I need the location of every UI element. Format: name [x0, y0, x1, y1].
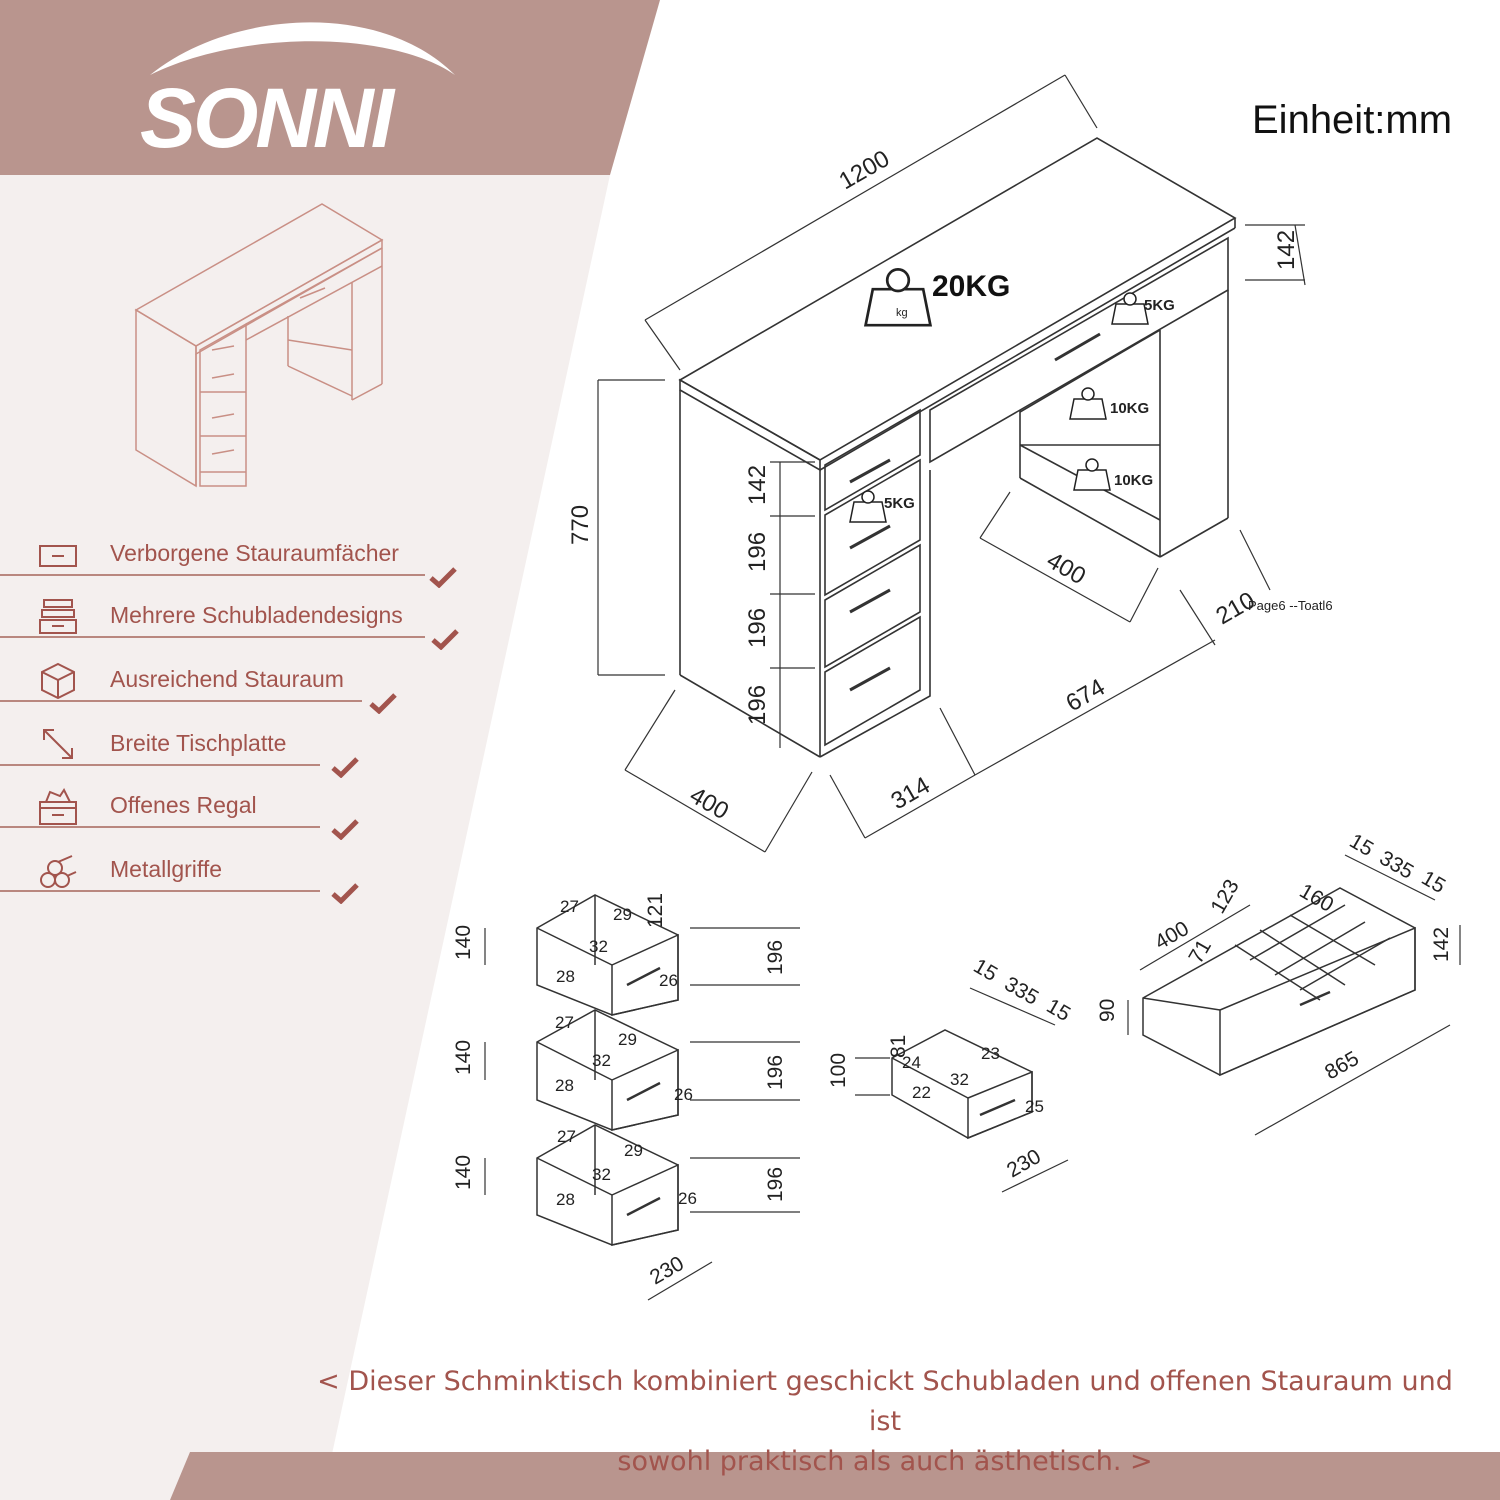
dim-depth-left: 400 — [685, 782, 733, 825]
large-drawer-length: 865 — [1321, 1047, 1363, 1084]
load-lower-shelf: 10KG — [1114, 472, 1153, 489]
desk-thumbnail — [134, 203, 384, 488]
feature-underline — [0, 636, 425, 638]
feature-underline — [0, 764, 320, 766]
large-drawer-depth: 400 — [1151, 917, 1193, 954]
brand-logo: SONNI — [140, 71, 394, 165]
footer-band — [170, 1452, 1500, 1500]
storage-box-icon — [39, 788, 77, 825]
drawer-extra: 121 — [644, 893, 667, 928]
unit-label: Einheit:mm — [1252, 98, 1453, 142]
large-drawer-width: 15 — [1418, 866, 1450, 898]
part-number: 27 — [557, 1127, 576, 1146]
large-drawer-compartment: 160 — [1296, 879, 1338, 916]
metal-pipes-icon — [40, 855, 77, 888]
feature-label: Offenes Regal — [110, 792, 257, 818]
small-drawer-depth: 230 — [1003, 1145, 1045, 1182]
small-drawer-width: 335 — [1001, 972, 1043, 1009]
check-icon — [429, 567, 457, 588]
part-number: 28 — [556, 1190, 575, 1209]
dim-width: 1200 — [835, 145, 895, 195]
small-drawer-width: 15 — [1043, 994, 1075, 1026]
header-band — [0, 0, 660, 175]
load-small-drawer: 5KG — [884, 495, 915, 512]
dim-drawer-1: 142 — [744, 465, 771, 505]
part-number: 26 — [678, 1189, 697, 1208]
small-drawer-height: 100 — [827, 1053, 850, 1088]
part-number: 26 — [659, 971, 678, 990]
part-number: 32 — [592, 1051, 611, 1070]
part-number: 28 — [555, 1076, 574, 1095]
large-drawer-divider: 71 — [1184, 936, 1216, 968]
part-number: 32 — [592, 1165, 611, 1184]
drawer-inner-height: 140 — [452, 925, 475, 960]
drawer-front-height: 196 — [764, 1167, 787, 1202]
large-drawer-height: 90 — [1096, 999, 1119, 1022]
dim-drawer-4: 196 — [744, 685, 771, 725]
check-icon — [369, 693, 397, 714]
dim-opening-width: 674 — [1062, 674, 1110, 717]
feature-underline — [0, 826, 320, 828]
check-icon — [331, 819, 359, 840]
cube-icon — [41, 662, 75, 700]
drawer-inner-height: 140 — [452, 1040, 475, 1075]
expand-arrows-icon — [43, 729, 73, 759]
feature-underline — [0, 574, 425, 576]
dim-left-cabinet-width: 314 — [887, 772, 935, 815]
part-number: 27 — [555, 1013, 574, 1032]
check-icon — [431, 629, 459, 650]
drawer-front-height: 196 — [764, 940, 787, 975]
part-number: 26 — [674, 1085, 693, 1104]
small-drawer-height: 81 — [887, 1035, 910, 1058]
dim-drawer-3: 196 — [744, 608, 771, 648]
kg-label: kg — [896, 307, 908, 319]
load-tabletop: 20KG — [932, 270, 1010, 303]
check-icon — [331, 883, 359, 904]
feature-label: Breite Tischplatte — [110, 730, 287, 756]
drawer-stack-icon — [39, 599, 77, 634]
drawer-depth: 230 — [646, 1252, 688, 1289]
dim-drawer-2: 196 — [744, 532, 771, 572]
load-upper-shelf: 10KG — [1110, 400, 1149, 417]
part-number: 23 — [981, 1044, 1000, 1063]
side-panel — [0, 175, 610, 1500]
part-number: 29 — [613, 905, 632, 924]
part-number: 27 — [560, 897, 579, 916]
large-drawer-width: 15 — [1346, 829, 1378, 861]
part-number: 32 — [950, 1070, 969, 1089]
feature-label: Verborgene Stauraumfächer — [110, 540, 399, 566]
part-number: 24 — [902, 1053, 921, 1072]
drawer-inner-height: 140 — [452, 1155, 475, 1190]
load-top-drawer: 5KG — [1144, 297, 1175, 314]
caption: < Dieser Schminktisch kombiniert geschic… — [300, 1362, 1470, 1482]
part-number: 22 — [912, 1083, 931, 1102]
feature-label: Mehrere Schubladendesigns — [110, 602, 403, 628]
feature-label: Metallgriffe — [110, 856, 223, 882]
dim-depth-shelf: 400 — [1042, 547, 1090, 590]
large-drawer-width: 335 — [1376, 846, 1418, 883]
check-icon — [331, 757, 359, 778]
part-number: 32 — [589, 937, 608, 956]
dim-top-drawer-height: 142 — [1273, 230, 1300, 270]
feature-underline — [0, 890, 320, 892]
part-number: 29 — [618, 1030, 637, 1049]
part-number: 28 — [556, 967, 575, 986]
dim-height: 770 — [567, 505, 594, 545]
feature-label: Ausreichend Stauraum — [110, 666, 344, 692]
caption-line-2: sowohl praktisch als auch ästhetisch. > — [617, 1446, 1153, 1477]
caption-line-1: < Dieser Schminktisch kombiniert geschic… — [317, 1366, 1453, 1437]
small-drawer-width: 15 — [970, 954, 1002, 986]
stray-note: Page6 --Toatl6 — [1248, 598, 1333, 613]
large-drawer-divider: 123 — [1206, 876, 1243, 918]
drawer-front-height: 196 — [764, 1055, 787, 1090]
logo-swoosh — [150, 22, 455, 75]
feature-underline — [0, 700, 362, 702]
hidden-compartment-icon — [39, 545, 77, 567]
part-number: 25 — [1025, 1097, 1044, 1116]
large-drawer-front-height: 142 — [1430, 927, 1453, 962]
part-number: 29 — [624, 1141, 643, 1160]
